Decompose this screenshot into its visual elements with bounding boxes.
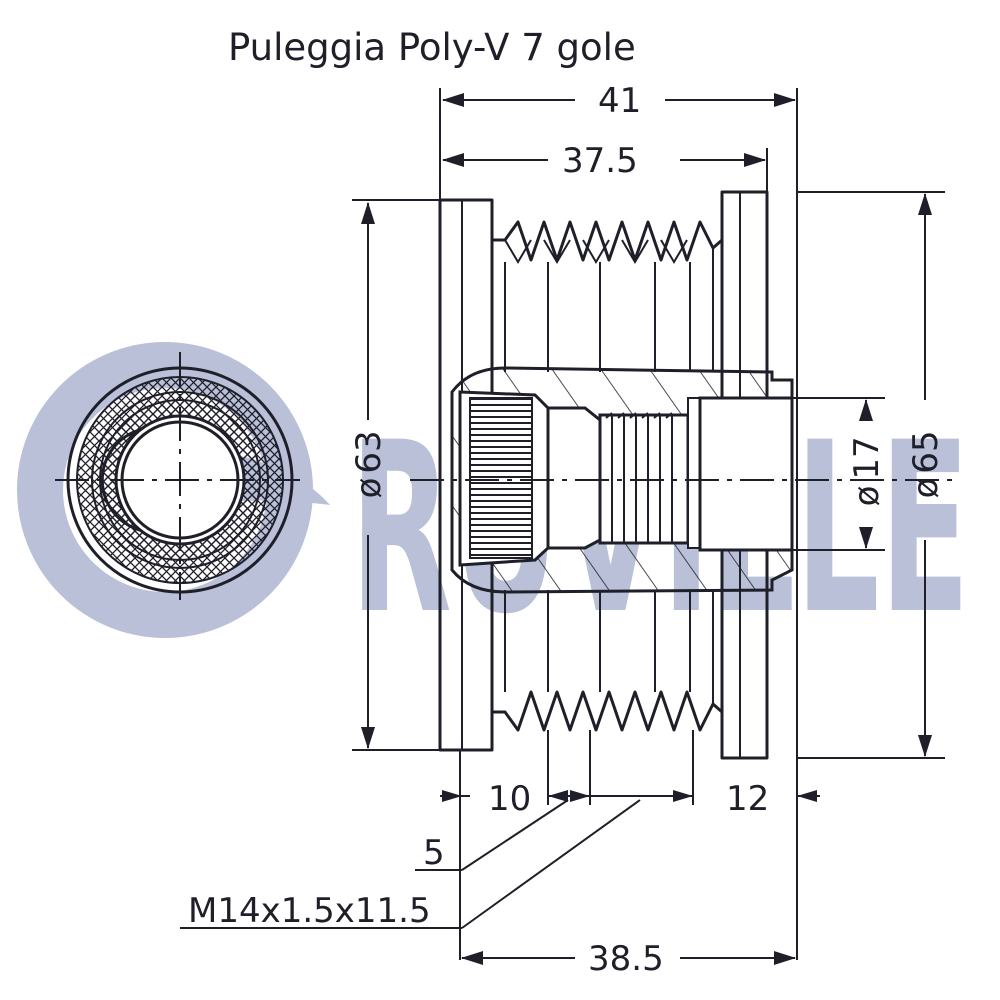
dimension-lines — [180, 88, 945, 965]
dim-overall-length: 41 — [598, 81, 641, 121]
drawing-title: Puleggia Poly-V 7 gole — [228, 26, 636, 69]
dim-diameter-flange: ø 65 — [906, 430, 946, 498]
dim-groove-length: 37.5 — [562, 141, 638, 181]
dim-diameter-bore: ø 17 — [847, 436, 887, 506]
dim-groove-pitch: 5 — [423, 833, 445, 873]
section-view — [410, 190, 960, 760]
diameter-symbol-icon: ø — [906, 478, 946, 499]
dim-thread: M14x1.5x11.5 — [188, 891, 431, 931]
diameter-symbol-icon: ø — [847, 486, 887, 507]
dim-diameter-flange-value: 65 — [906, 430, 946, 473]
dim-right-offset: 12 — [726, 779, 769, 819]
dim-diameter-groove: ø 63 — [349, 430, 389, 498]
dim-diameter-bore-value: 17 — [847, 436, 887, 479]
dim-hub-length: 38.5 — [588, 939, 664, 979]
diameter-symbol-icon: ø — [349, 478, 389, 499]
dim-left-offset: 10 — [488, 779, 531, 819]
dim-diameter-groove-value: 63 — [349, 430, 389, 473]
end-view — [55, 352, 300, 600]
